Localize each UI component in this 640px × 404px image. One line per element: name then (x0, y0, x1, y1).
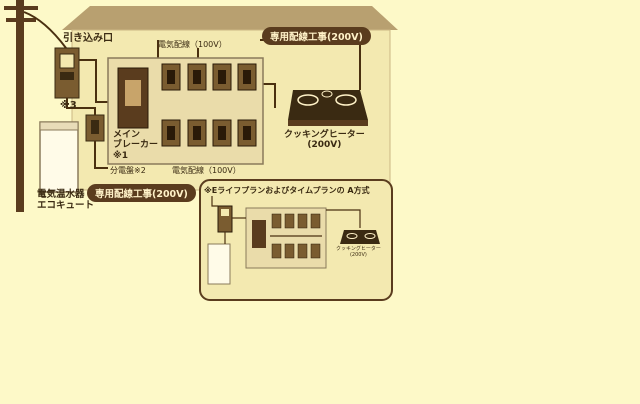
cooktop-icon (288, 90, 368, 126)
breaker-icon (187, 119, 207, 147)
water-heater-breaker-switch (91, 120, 99, 134)
service-entrance-label: 引き込み口 (63, 33, 113, 44)
dedicated-wiring-bottom-label: 専用配線工事(200V) (87, 184, 196, 202)
inset-breakers (271, 213, 321, 259)
house-roof (62, 6, 398, 30)
inset-wiring (211, 196, 361, 244)
water-heater-label: 電気温水器 エコキュート (37, 189, 95, 211)
panel-label: 分電盤※2 (110, 166, 146, 175)
wiring-bottom-label: 電気配線（100V） (172, 166, 241, 175)
meter-icon (54, 47, 80, 99)
water-heater-icon (39, 121, 79, 193)
main-breaker-label: メイン ブレーカー ※1 (113, 130, 159, 161)
breaker-icon (237, 119, 257, 147)
breaker-icon (161, 63, 181, 91)
breaker-row-top (161, 63, 257, 91)
breaker-icon (212, 119, 232, 147)
inset-title: ※Eライフプランおよびタイムプランの A方式 (204, 186, 370, 195)
note-3-label: ※3 (60, 100, 77, 111)
inset-cooktop-icon (340, 230, 380, 244)
breaker-icon (237, 63, 257, 91)
utility-pole-icon (4, 0, 67, 212)
breaker-icon (187, 63, 207, 91)
wiring-top-label: 電気配線（100V） (158, 40, 227, 49)
breaker-icon (212, 63, 232, 91)
dedicated-wiring-top-label: 専用配線工事(200V) (262, 27, 371, 45)
breaker-row-bottom (161, 119, 257, 147)
inset-water-heater-icon (207, 243, 231, 285)
breaker-icon (161, 119, 181, 147)
inset-heater-label: クッキングヒーター (200V) (336, 246, 381, 258)
inset-panel (199, 179, 393, 301)
cooking-heater-label: クッキングヒーター (200V) (284, 130, 365, 151)
distribution-panel (107, 57, 264, 165)
